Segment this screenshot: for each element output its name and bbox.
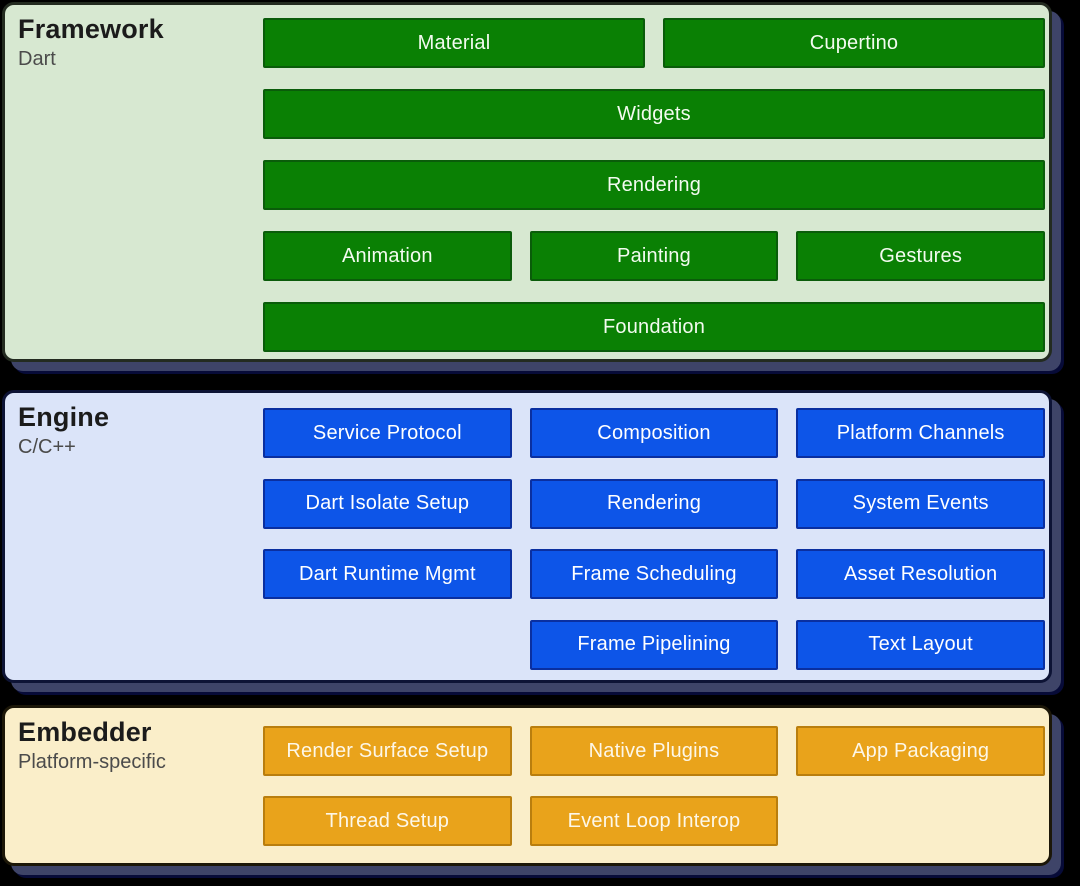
engine-box-text-layout: Text Layout — [796, 619, 1045, 670]
embedder-titles: Embedder Platform-specific — [18, 716, 166, 774]
engine-box-system-events: System Events — [796, 478, 1045, 529]
engine-box-platform-channels: Platform Channels — [796, 408, 1045, 458]
engine-layer-card: Engine C/C++ Service Protocol Composition… — [2, 390, 1052, 683]
engine-box-frame-scheduling: Frame Scheduling — [529, 549, 779, 599]
framework-box-rendering: Rendering — [263, 160, 1045, 210]
framework-box-animation: Animation — [263, 231, 512, 281]
engine-box-composition: Composition — [529, 408, 779, 458]
embedder-box-thread-setup: Thread Setup — [263, 796, 512, 846]
embedder-box-app-packaging: App Packaging — [796, 726, 1045, 776]
engine-title: Engine — [18, 402, 110, 432]
embedder-layer-card: Embedder Platform-specific Render Surfac… — [2, 705, 1052, 866]
framework-box-widgets: Widgets — [263, 89, 1045, 139]
framework-title: Framework — [18, 14, 164, 44]
embedder-subtitle: Platform-specific — [18, 751, 166, 774]
engine-box-frame-pipelining: Frame Pipelining — [529, 619, 779, 670]
embedder-box-grid: Render Surface Setup Native Plugins App Pa… — [263, 726, 1045, 846]
framework-titles: Framework Dart — [18, 13, 164, 71]
engine-box-dart-isolate-setup: Dart Isolate Setup — [263, 478, 512, 529]
framework-box-painting: Painting — [529, 231, 779, 281]
framework-subtitle: Dart — [18, 48, 56, 71]
embedder-box-event-loop-interop: Event Loop Interop — [529, 796, 779, 846]
engine-titles: Engine C/C++ — [18, 401, 109, 459]
embedder-title: Embedder — [18, 717, 152, 747]
engine-box-dart-runtime-mgmt: Dart Runtime Mgmt — [263, 549, 512, 599]
framework-box-foundation: Foundation — [263, 302, 1045, 352]
engine-box-grid: Service Protocol Composition Platform Chan… — [263, 408, 1045, 670]
embedder-box-native-plugins: Native Plugins — [529, 726, 779, 776]
engine-subtitle: C/C++ — [18, 436, 76, 459]
framework-box-gestures: Gestures — [796, 231, 1045, 281]
embedder-box-render-surface-setup: Render Surface Setup — [263, 726, 512, 776]
engine-box-asset-resolution: Asset Resolution — [796, 549, 1045, 599]
framework-box-cupertino: Cupertino — [663, 18, 1045, 68]
engine-box-rendering: Rendering — [529, 478, 779, 529]
framework-box-material: Material — [263, 18, 645, 68]
engine-box-service-protocol: Service Protocol — [263, 408, 512, 458]
